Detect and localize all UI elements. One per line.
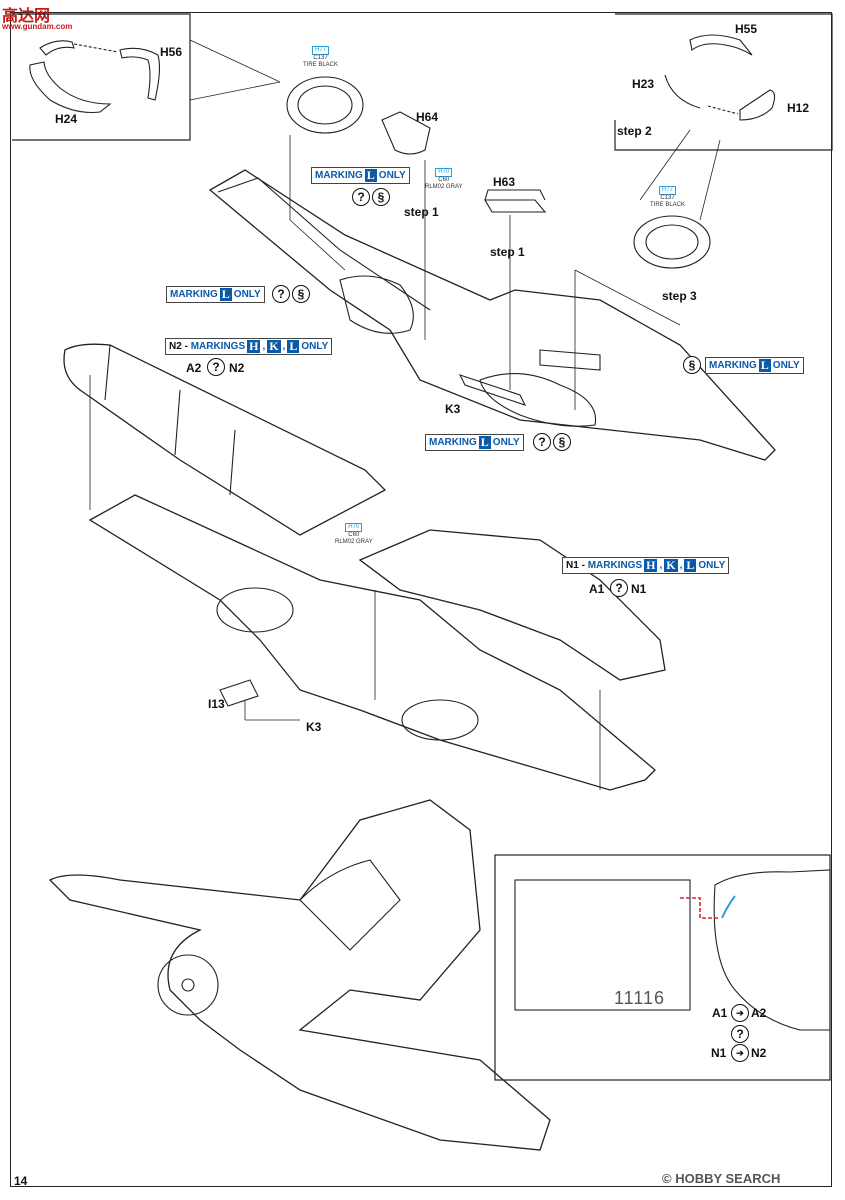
- option-n2: N2: [229, 361, 245, 375]
- step3-label: step 3: [662, 289, 697, 303]
- watermark-url: www.gundam.com: [2, 22, 73, 31]
- question-icon: ?: [533, 433, 551, 451]
- arrow-icon: ➔: [731, 1004, 749, 1022]
- part-label-i13: I13: [208, 697, 225, 711]
- option-a2: A2: [186, 361, 202, 375]
- inset-label-n2: N2: [751, 1046, 767, 1060]
- middle-wing-outline: [88, 494, 656, 791]
- inset-label-a1: A1: [712, 1006, 728, 1020]
- spring-icon: §: [553, 433, 571, 451]
- paint-callout-rlm02-b: H70 C60 RLM02 GRAY: [335, 523, 373, 545]
- detail-inset-right: [614, 13, 833, 151]
- question-icon: ?: [731, 1025, 749, 1043]
- spring-icon: §: [372, 188, 390, 206]
- paint-callout-tire-black-a: H77 C137 TIRE BLACK: [303, 46, 339, 68]
- paint-callout-rlm02-a: H70 C60 RLM02 GRAY: [425, 168, 463, 190]
- step1-label-a: step 1: [404, 205, 439, 219]
- page-number: 14: [14, 1174, 28, 1188]
- part-label-k3-lower: K3: [306, 720, 322, 734]
- watermark-logo: 高达网: [2, 8, 51, 25]
- part-label-k3-upper: K3: [445, 402, 461, 416]
- paint-callout-tire-black-b: H77 C137 TIRE BLACK: [650, 186, 686, 208]
- option-a1: A1: [589, 582, 605, 596]
- part-label-h55: H55: [735, 22, 758, 36]
- watermark-hobby-search: © HOBBY SEARCH: [662, 1171, 781, 1186]
- step1-label-b: step 1: [490, 245, 525, 259]
- question-icon: ?: [272, 285, 290, 303]
- part-label-h23: H23: [632, 77, 655, 91]
- detail-inset-left: [12, 13, 191, 141]
- step2-label: step 2: [617, 124, 652, 138]
- arrow-icon: ➔: [731, 1044, 749, 1062]
- question-icon: ?: [610, 579, 628, 597]
- mask-inset-frame: [494, 854, 831, 1081]
- page-frame: [10, 12, 832, 1187]
- spring-icon: §: [292, 285, 310, 303]
- part-label-h64: H64: [416, 110, 439, 124]
- aircraft-assembled: [48, 799, 551, 1151]
- inset-label-n1: N1: [711, 1046, 727, 1060]
- mask-sheet-number: 11116: [614, 988, 666, 1008]
- question-icon: ?: [207, 358, 225, 376]
- part-label-h24: H24: [55, 112, 78, 126]
- part-label-h12: H12: [787, 101, 810, 115]
- question-icon: ?: [352, 188, 370, 206]
- flap-outline: [63, 343, 387, 536]
- part-label-h56: H56: [160, 45, 183, 59]
- upper-wing-outline: [208, 169, 776, 461]
- spring-icon: §: [683, 356, 701, 374]
- inset-label-a2: A2: [751, 1006, 767, 1020]
- part-label-h63: H63: [493, 175, 516, 189]
- option-n1: N1: [631, 582, 647, 596]
